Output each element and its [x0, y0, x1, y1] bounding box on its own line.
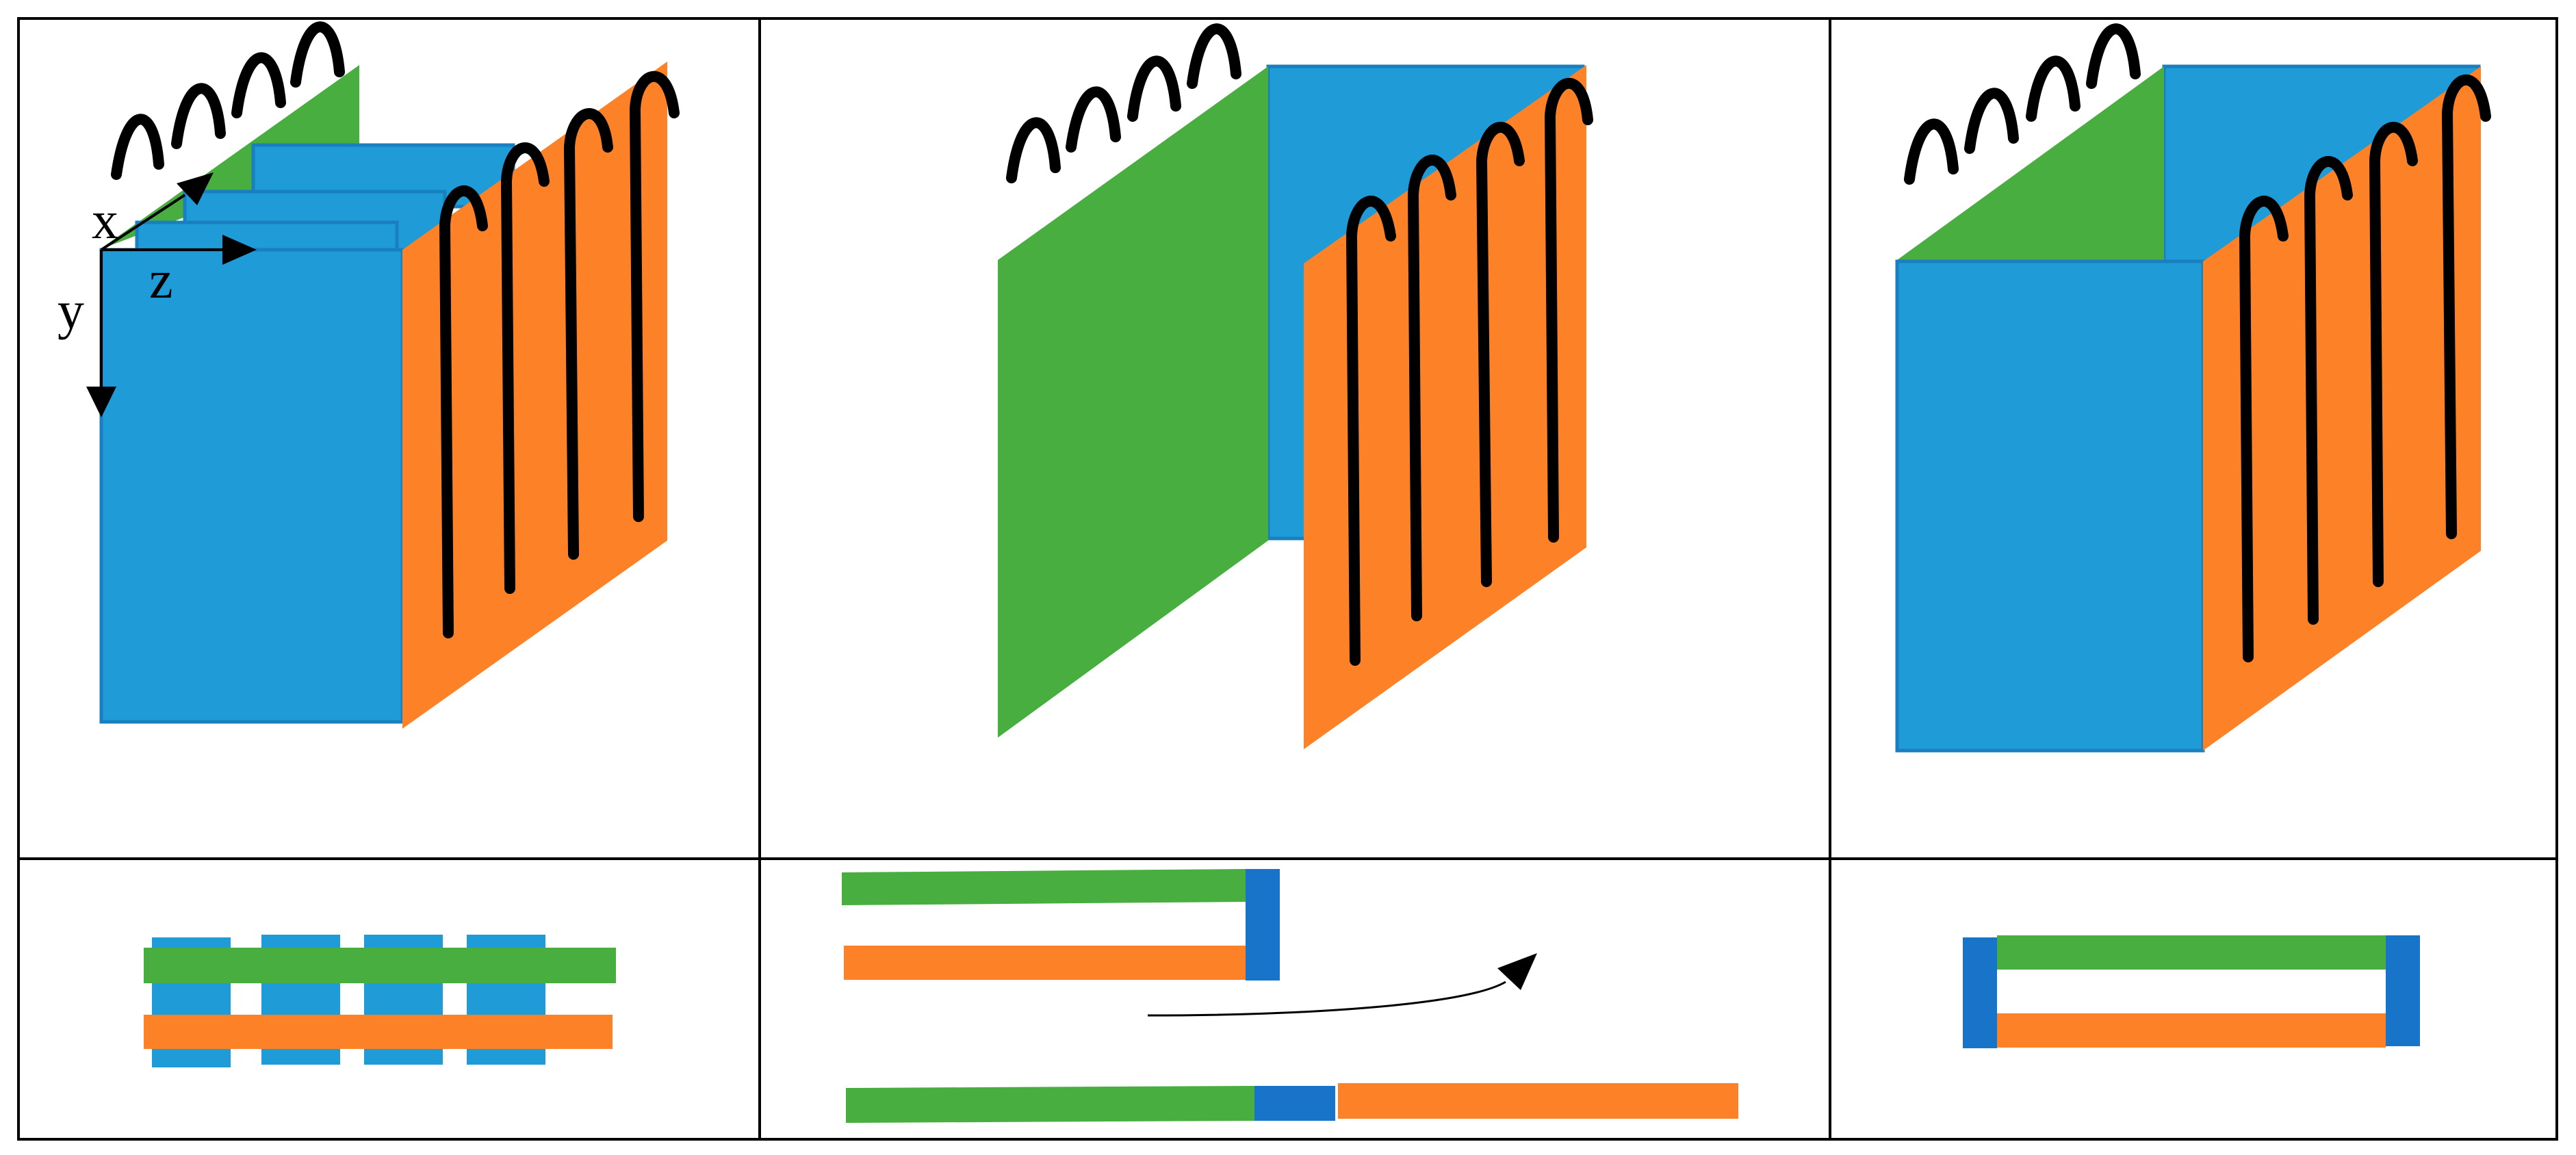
- front-coils-right: [2239, 74, 2491, 662]
- green-panel: [998, 66, 1268, 738]
- y-axis-label: y: [57, 281, 84, 340]
- orange-strip-bottom: [1338, 1083, 1738, 1119]
- blue-hinge-top: [1246, 869, 1280, 981]
- outer-border: [17, 17, 2558, 1141]
- back-coils-left: [111, 21, 345, 180]
- front-coils-right: [439, 70, 680, 638]
- blue-side-left: [1963, 937, 1997, 1048]
- z-axis-label: z: [149, 250, 173, 309]
- back-coils-left: [1904, 23, 2141, 185]
- green-panel: [1897, 66, 2164, 263]
- orange-side-face: [402, 62, 667, 729]
- front-blue-face: [99, 248, 404, 724]
- green-strip-top: [842, 869, 1246, 905]
- green-sheet: [99, 65, 359, 250]
- panel-unfolding: [998, 23, 1593, 749]
- z-axis-arrowhead: [222, 235, 257, 265]
- topview-stacked: [144, 935, 616, 1067]
- orange-strip-top: [844, 946, 1246, 980]
- panel-folded-box: [1895, 23, 2491, 753]
- green-strip: [144, 948, 616, 983]
- coordinate-axes: x z y: [57, 172, 257, 417]
- orange-strip: [144, 1015, 613, 1049]
- orange-strip: [1997, 1013, 2386, 1048]
- y-axis-arrowhead: [86, 387, 116, 417]
- front-coils-right: [1346, 77, 1593, 666]
- green-strip-bottom: [846, 1086, 1254, 1123]
- x-axis-label: x: [92, 190, 118, 250]
- panel-stacked-sheets: x z y: [57, 21, 680, 729]
- grid-frame: [17, 17, 2558, 1141]
- back-coils-left: [1006, 23, 1241, 183]
- transition-arrowhead: [1497, 953, 1537, 990]
- x-axis-line: [100, 194, 186, 251]
- green-strip: [1997, 935, 2386, 970]
- x-axis-arrowhead: [177, 172, 214, 205]
- blue-side-right: [2386, 935, 2420, 1046]
- front-blue-face: [1895, 259, 2205, 753]
- topview-folded: [1963, 935, 2420, 1048]
- orange-panel: [1304, 65, 1586, 749]
- blue-hinge-bottom: [1254, 1086, 1335, 1121]
- topview-unfolding: [842, 869, 1738, 1123]
- transition-arrow: [1147, 981, 1506, 1017]
- orange-side-face: [2203, 66, 2481, 751]
